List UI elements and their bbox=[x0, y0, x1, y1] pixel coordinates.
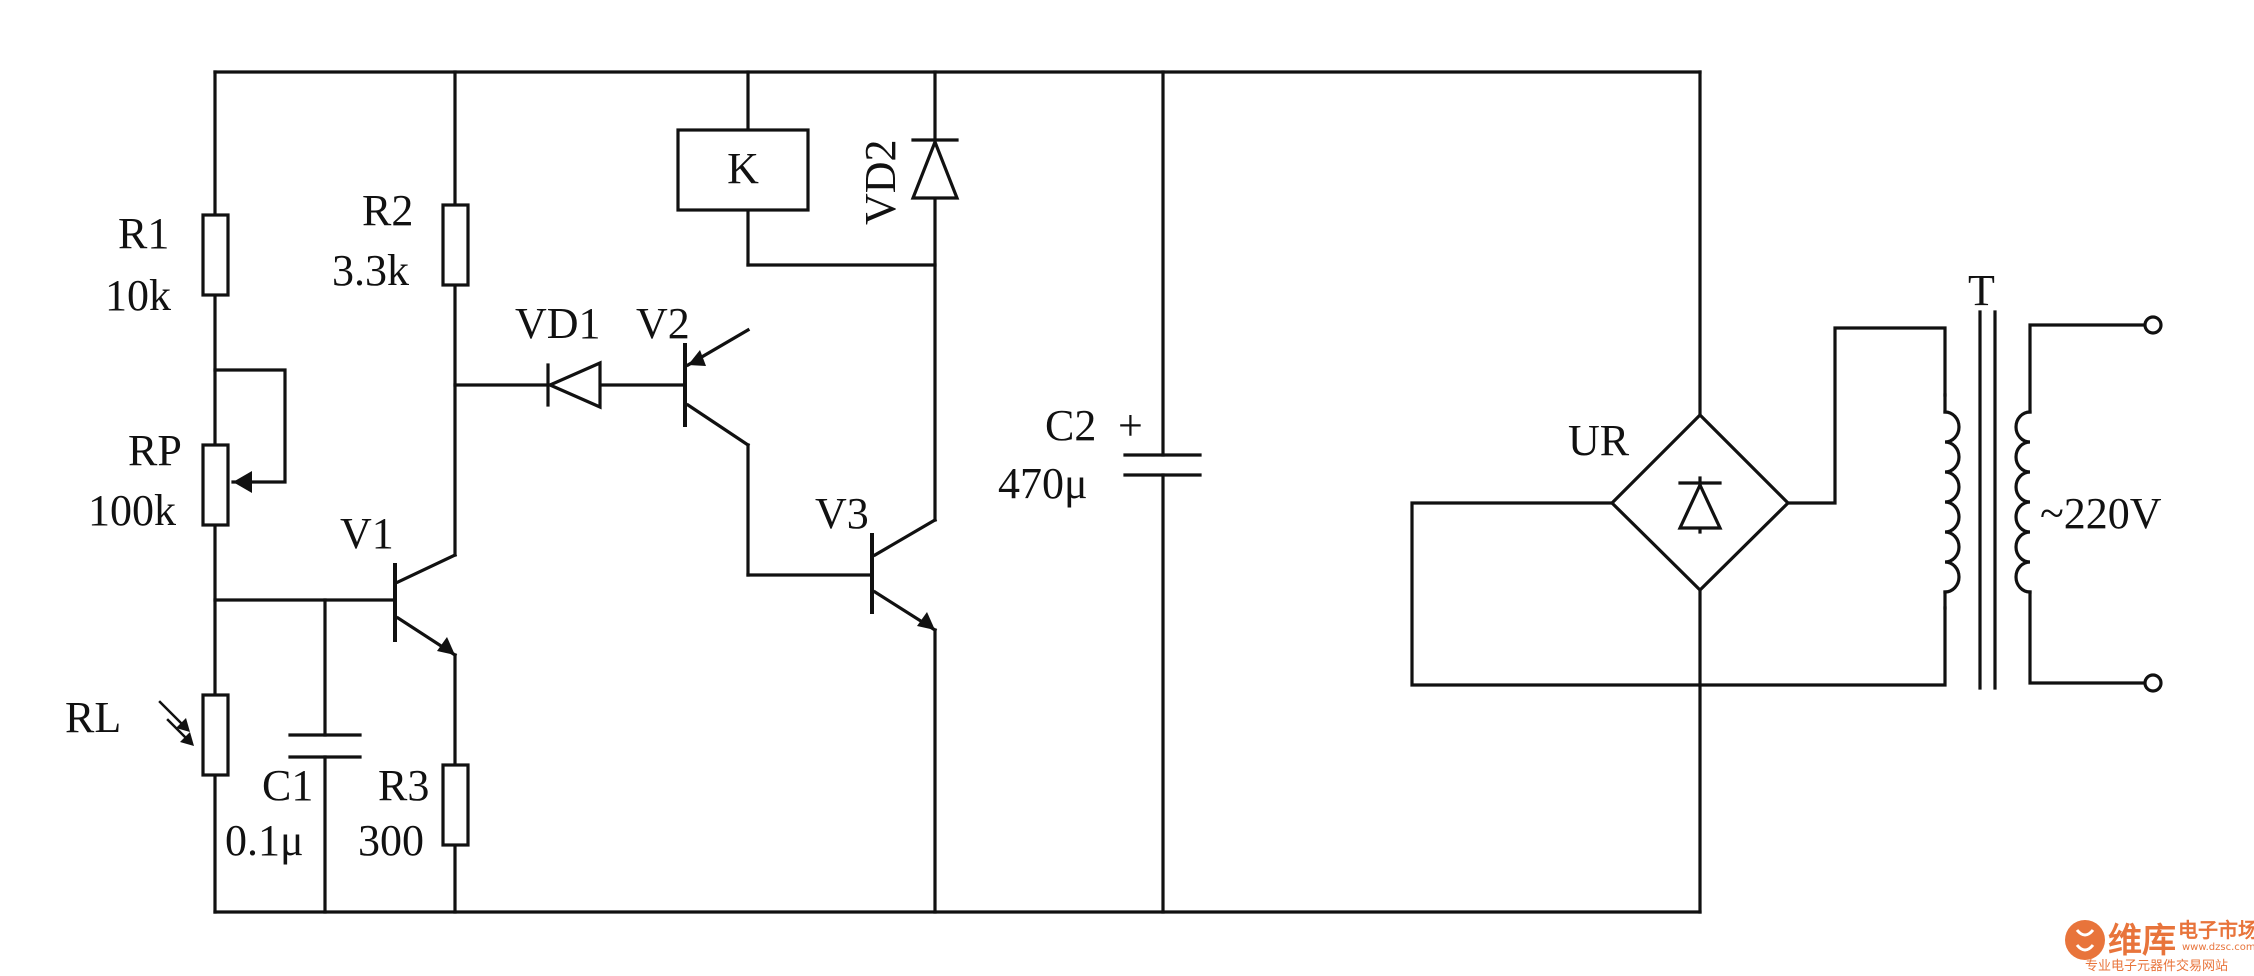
rp-wiper-arrow bbox=[233, 471, 252, 493]
c1-value: 0.1μ bbox=[225, 816, 304, 865]
mains-terminal-top bbox=[2143, 315, 2163, 335]
photoresistor-rl bbox=[201, 693, 230, 777]
c1-label: C1 bbox=[262, 761, 313, 810]
transistor-v1 bbox=[393, 563, 455, 655]
r1-label: R1 bbox=[118, 209, 169, 258]
v1-label: V1 bbox=[340, 509, 394, 558]
bridge-rectifier-ur bbox=[1609, 412, 1791, 593]
transistor-v3 bbox=[870, 533, 935, 630]
r2-value: 3.3k bbox=[332, 246, 409, 295]
c2-polarity: + bbox=[1118, 401, 1143, 450]
transformer-t bbox=[1943, 310, 2032, 690]
diode-vd1 bbox=[546, 360, 602, 410]
resistor-r1 bbox=[201, 213, 230, 297]
diode-vd2 bbox=[910, 137, 960, 200]
watermark-domain: www.dzsc.com bbox=[2182, 942, 2254, 953]
watermark-logo-icon bbox=[2065, 920, 2105, 960]
resistor-r2 bbox=[441, 203, 470, 287]
relay-label: K bbox=[727, 144, 759, 193]
watermark: 维库 电子市场网 www.dzsc.com 专业电子元器件交易网站 bbox=[2065, 918, 2254, 974]
r3-value: 300 bbox=[358, 816, 424, 865]
vd2-label: VD2 bbox=[856, 139, 905, 225]
r2-label: R2 bbox=[362, 186, 413, 235]
ur-label: UR bbox=[1568, 416, 1630, 465]
potentiometer-rp bbox=[201, 443, 230, 527]
vd1-label: VD1 bbox=[515, 299, 601, 348]
capacitor-c1 bbox=[288, 733, 362, 759]
watermark-tagline: 专业电子元器件交易网站 bbox=[2085, 958, 2228, 974]
t-label: T bbox=[1968, 266, 1995, 315]
rp-value: 100k bbox=[88, 486, 176, 535]
rp-label: RP bbox=[128, 426, 182, 475]
mains-terminal-bottom bbox=[2143, 673, 2163, 693]
resistor-r3 bbox=[441, 763, 470, 847]
r1-value: 10k bbox=[105, 271, 171, 320]
rl-label: RL bbox=[65, 693, 121, 742]
v3-label: V3 bbox=[815, 489, 869, 538]
watermark-site: 电子市场网 bbox=[2178, 918, 2254, 942]
v2-label: V2 bbox=[636, 299, 690, 348]
transistor-v2 bbox=[683, 343, 706, 427]
wires bbox=[213, 70, 2155, 914]
c2-label: C2 bbox=[1045, 401, 1096, 450]
relay-coil-k bbox=[676, 128, 810, 212]
light-arrows-icon bbox=[158, 700, 194, 746]
c2-value: 470μ bbox=[998, 459, 1088, 508]
watermark-brand: 维库 bbox=[2108, 921, 2176, 961]
capacitor-c2 bbox=[1123, 453, 1202, 477]
r3-label: R3 bbox=[378, 761, 429, 810]
mains-voltage-label: ~220V bbox=[2040, 489, 2162, 538]
